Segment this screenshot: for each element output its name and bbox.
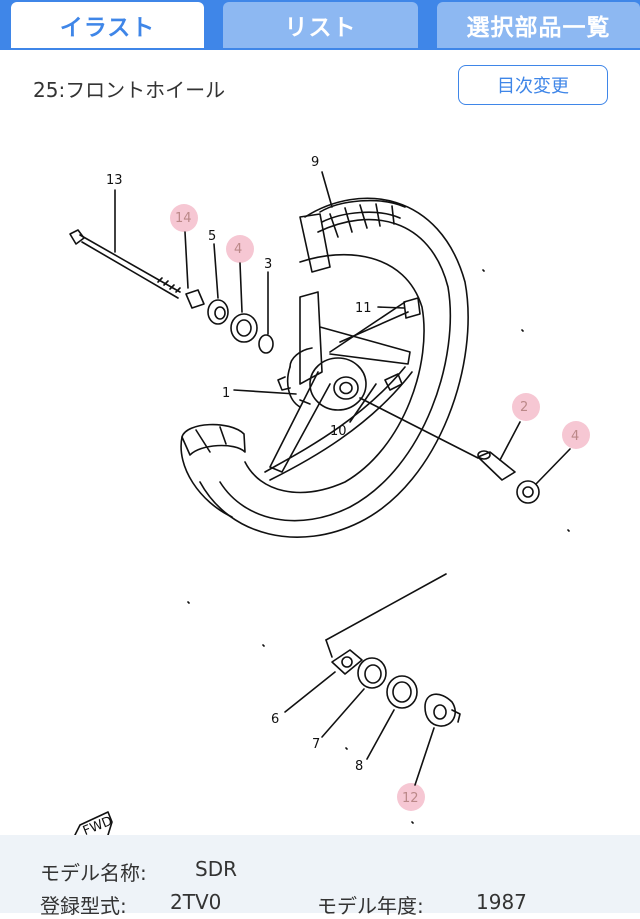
- toc-change-button[interactable]: 目次変更: [458, 65, 608, 105]
- reg-type-value: 2TV0: [170, 890, 222, 914]
- callout-highlight-4a: [226, 235, 254, 263]
- wheel-illustration: 1 2 3 4 5 6 7 8 9 10 11 12 13 14 4 FWD: [69, 155, 590, 835]
- page-title: 25:フロントホイール: [33, 78, 226, 102]
- callout-2[interactable]: 2: [520, 400, 528, 415]
- tab-illustration[interactable]: イラスト: [11, 2, 204, 48]
- callout-5[interactable]: 5: [208, 229, 216, 244]
- callout-highlight-4b: [562, 421, 590, 449]
- model-year-value: 1987: [476, 890, 527, 914]
- callout-10[interactable]: 10: [330, 424, 347, 439]
- fwd-arrow: [74, 811, 113, 835]
- part-8: [386, 675, 418, 709]
- callout-9[interactable]: 9: [311, 155, 319, 170]
- part-6: [331, 649, 363, 675]
- callout-highlight-12: [397, 783, 425, 811]
- reg-type-label: 登録型式:: [40, 894, 127, 918]
- model-name-label: モデル名称:: [40, 861, 147, 885]
- callout-highlight-2: [512, 393, 540, 421]
- callout-8[interactable]: 8: [355, 759, 363, 774]
- part-7: [357, 657, 387, 689]
- hub: [309, 357, 367, 411]
- callout-3[interactable]: 3: [264, 257, 272, 272]
- tab-list[interactable]: リスト: [223, 2, 418, 48]
- model-year-label: モデル年度:: [317, 894, 424, 918]
- callout-6[interactable]: 6: [271, 712, 279, 727]
- sub-header: 25:フロントホイール 目次変更: [0, 50, 640, 122]
- tire-outline: [199, 197, 469, 538]
- callout-11[interactable]: 11: [355, 301, 372, 316]
- callout-14[interactable]: 14: [175, 211, 192, 226]
- model-name-value: SDR: [195, 857, 237, 881]
- callout-7[interactable]: 7: [312, 737, 320, 752]
- tab-selected-parts[interactable]: 選択部品一覧: [437, 2, 640, 48]
- parts-diagram[interactable]: 1 2 3 4 5 6 7 8 9 10 11 12 13 14 4 FWD: [0, 122, 640, 835]
- callout-1[interactable]: 1: [222, 386, 230, 401]
- callout-highlight-14: [170, 204, 198, 232]
- part-12: [424, 693, 456, 727]
- callout-4-right[interactable]: 4: [571, 429, 579, 444]
- callout-4[interactable]: 4: [234, 242, 242, 257]
- callout-12[interactable]: 12: [402, 791, 419, 806]
- callout-13[interactable]: 13: [106, 173, 123, 188]
- model-info-panel: モデル名称: SDR 登録型式: 2TV0 モデル年度: 1987: [0, 835, 640, 918]
- tab-bar: イラスト リスト 選択部品一覧: [0, 0, 640, 50]
